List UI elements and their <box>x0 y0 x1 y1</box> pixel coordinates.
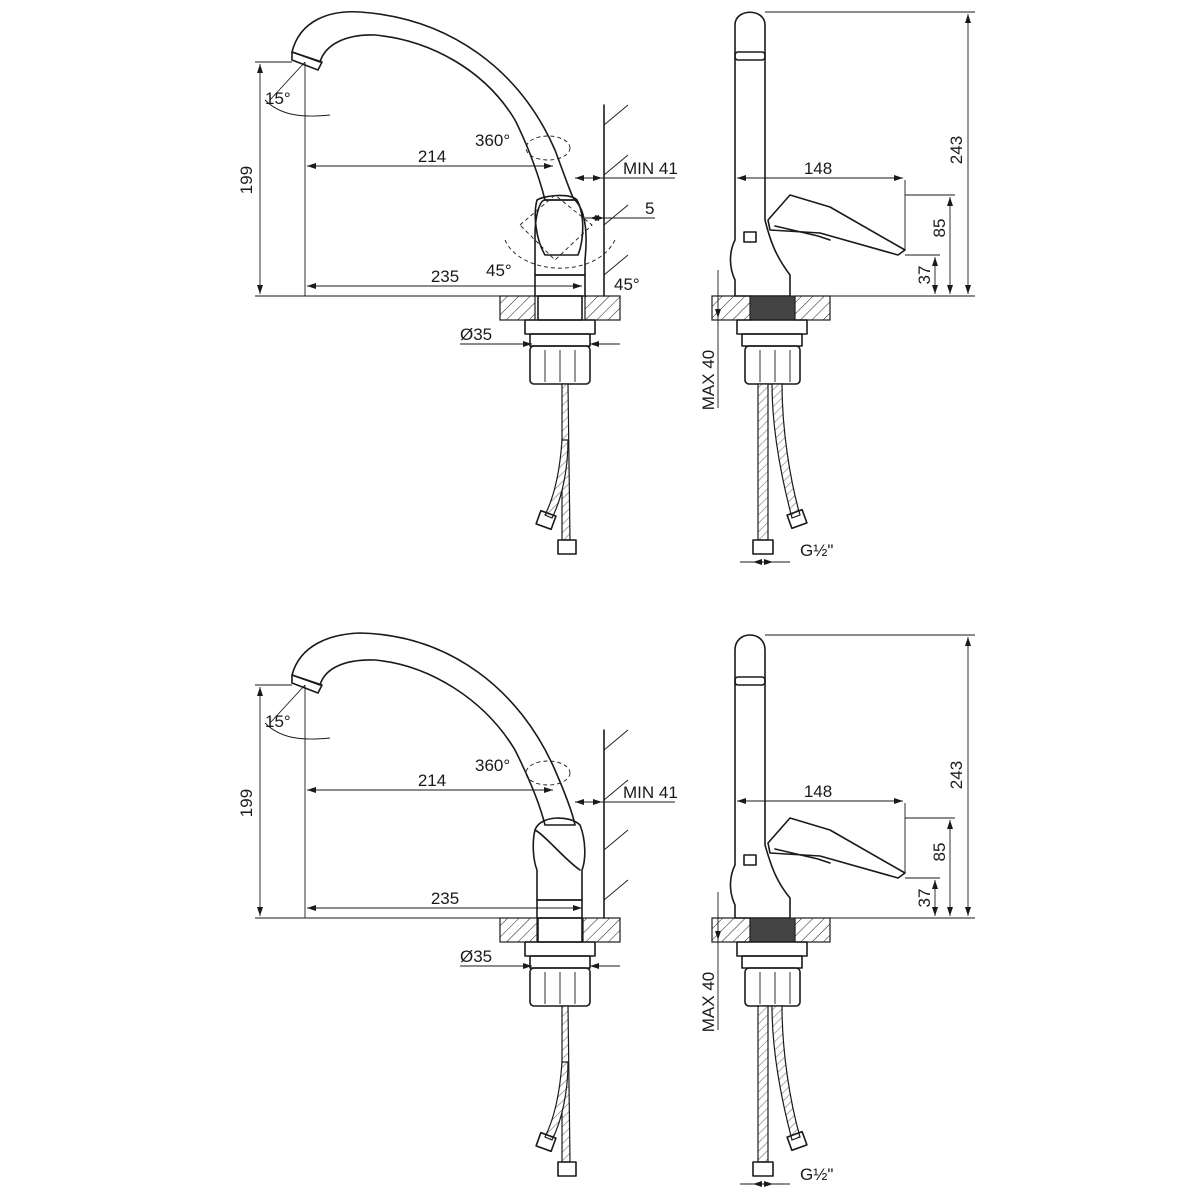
top-washer <box>524 319 596 335</box>
top-side-lever-edge <box>774 225 831 241</box>
top-side-hose-2 <box>771 383 801 519</box>
top-side-aerator <box>734 51 766 61</box>
top-label-214: 214 <box>418 147 446 166</box>
top-side-thread <box>749 295 796 321</box>
bottom-washer-2 <box>529 955 591 969</box>
top-side-hose-1 <box>757 383 769 541</box>
top-base <box>534 274 586 297</box>
bottom-label-214: 214 <box>418 771 446 790</box>
bottom-side-label-243: 243 <box>947 761 966 789</box>
top-counter-left <box>499 295 536 321</box>
top-angle-line <box>269 61 306 101</box>
top-side-counter-right <box>794 295 831 321</box>
bottom-side-spout <box>729 634 791 919</box>
bottom-aerator <box>291 674 323 694</box>
top-side-mark <box>743 231 757 243</box>
top-side-view: 243 85 37 148 MAX 40 G½" <box>699 11 975 565</box>
bottom-label-d35: Ø35 <box>460 947 492 966</box>
bottom-side-counter-right <box>794 917 831 943</box>
top-side-label-243: 243 <box>947 136 966 164</box>
bottom-side-label-max40: MAX 40 <box>699 972 718 1032</box>
bottom-side-aerator <box>734 676 766 686</box>
bottom-swivel-ellipse <box>525 760 571 786</box>
bottom-counter-right <box>582 917 621 943</box>
bottom-side-hose-1 <box>757 1005 769 1163</box>
bottom-hose-nut-2 <box>557 1161 577 1177</box>
bottom-label-360: 360° <box>475 756 510 775</box>
top-angle-arc <box>264 99 331 117</box>
top-label-15: 15° <box>265 89 291 108</box>
top-label-199: 199 <box>237 166 256 194</box>
bottom-base <box>536 899 583 919</box>
top-side-label-max40: MAX 40 <box>699 350 718 410</box>
top-shank <box>537 295 583 321</box>
bottom-wall-hatch <box>603 729 629 901</box>
bottom-handle-edge <box>534 829 581 871</box>
bottom-washer <box>524 941 596 957</box>
bottom-hose-2 <box>544 1061 569 1141</box>
bottom-label-min41: MIN 41 <box>623 783 678 802</box>
top-label-235: 235 <box>431 267 459 286</box>
top-side-lever <box>767 194 906 256</box>
top-nut <box>529 345 591 385</box>
top-counter-right <box>584 295 621 321</box>
bottom-side-mark <box>743 854 757 866</box>
top-hose-2 <box>544 439 569 519</box>
bottom-side-label-85: 85 <box>930 843 949 862</box>
top-label-45-right: 45° <box>614 275 640 294</box>
bottom-label-199: 199 <box>237 789 256 817</box>
top-side-label-thread: G½" <box>800 541 833 560</box>
bottom-side-label-37: 37 <box>915 889 934 908</box>
top-label-min41: MIN 41 <box>623 159 678 178</box>
bottom-side-lever <box>767 817 906 879</box>
bottom-side-hose-nut-2 <box>786 1130 808 1152</box>
bottom-angle-line <box>269 684 306 724</box>
bottom-side-hose-nut-1 <box>752 1161 774 1177</box>
top-side-hose-nut-1 <box>752 539 774 555</box>
bottom-body <box>532 817 586 901</box>
top-label-360: 360° <box>475 131 510 150</box>
bottom-shank <box>537 917 583 943</box>
bottom-side-view: 243 85 37 148 MAX 40 G½" <box>699 634 975 1187</box>
top-side-spout <box>729 11 791 297</box>
top-side-label-37: 37 <box>915 266 934 285</box>
bottom-front-view: 199 15° 214 235 360° MIN 41 Ø35 <box>237 632 678 1177</box>
top-handle-rotation <box>519 194 593 261</box>
bottom-label-15: 15° <box>265 712 291 731</box>
bottom-hose-nut-1 <box>535 1131 557 1153</box>
top-swivel-ellipse <box>525 135 571 161</box>
bottom-side-hose-2 <box>771 1005 801 1141</box>
top-side-hose-nut-2 <box>786 508 808 530</box>
top-spout <box>291 10 576 201</box>
top-side-nut <box>744 345 801 385</box>
top-label-5: 5 <box>645 199 654 218</box>
top-side-washer <box>736 319 808 335</box>
bottom-side-label-thread: G½" <box>800 1165 833 1184</box>
top-label-45-left: 45° <box>486 261 512 280</box>
top-handle <box>534 194 584 256</box>
top-side-washer-2 <box>741 333 803 347</box>
top-hose-nut-1 <box>535 509 557 531</box>
bottom-side-nut <box>744 967 801 1007</box>
bottom-label-235: 235 <box>431 889 459 908</box>
bottom-spout <box>291 632 576 826</box>
top-washer-2 <box>529 333 591 347</box>
top-wall-hatch <box>603 104 629 276</box>
top-side-label-148: 148 <box>804 159 832 178</box>
top-handle-rotation-2 <box>504 239 616 269</box>
top-side-label-85: 85 <box>930 219 949 238</box>
bottom-side-washer <box>736 941 808 957</box>
bottom-nut <box>529 967 591 1007</box>
top-label-d35: Ø35 <box>460 325 492 344</box>
bottom-side-washer-2 <box>741 955 803 969</box>
top-aerator <box>291 51 323 71</box>
bottom-counter-left <box>499 917 538 943</box>
bottom-side-lever-edge <box>774 848 831 864</box>
top-hose-nut-2 <box>557 539 577 555</box>
bottom-side-thread <box>749 917 796 943</box>
bottom-angle-arc <box>264 722 331 740</box>
bottom-side-label-148: 148 <box>804 782 832 801</box>
top-front-view: 199 15° 214 235 360° MIN 41 5 45° 45° Ø3… <box>237 10 678 555</box>
